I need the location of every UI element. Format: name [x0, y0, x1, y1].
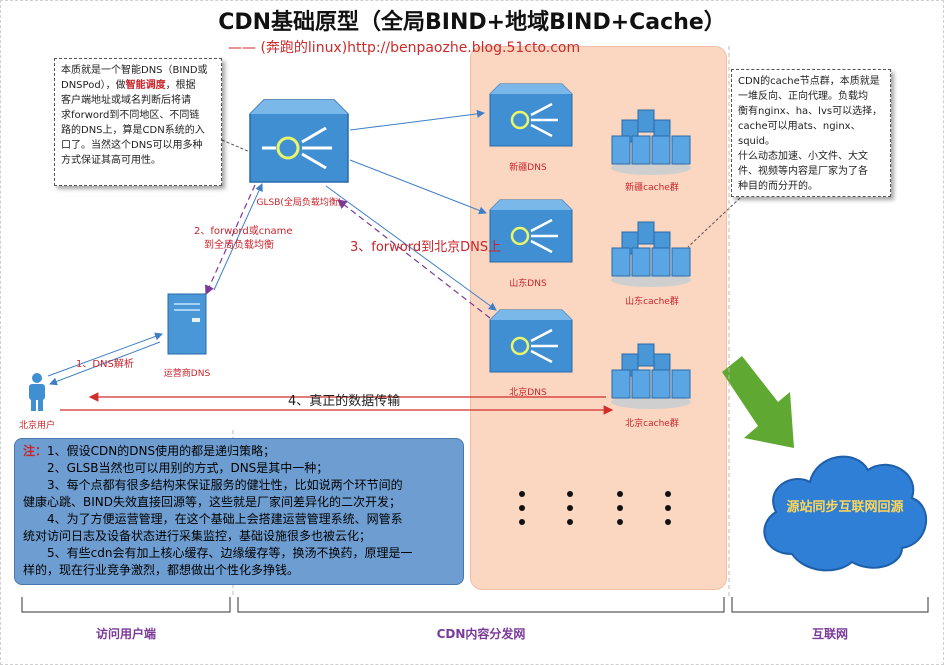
callout-right-line: cache可以用ats、nginx、squid。	[738, 121, 861, 147]
user-person-icon	[29, 373, 45, 411]
more-regions-dots	[519, 491, 671, 525]
callout-left-pointer	[221, 139, 251, 153]
step3-label: 3、forword到北京DNS上	[350, 240, 502, 255]
note-text: 1、假设CDN的DNS使用的都是递归策略；	[47, 444, 276, 458]
note-line: 5、有些cdn会有加上核心缓存、边缘缓存等，换汤不换药，原理是一	[47, 546, 413, 560]
step2-label-line2: 到全局负载均衡	[204, 240, 274, 251]
cache-explanation-callout: CDN的cache节点群，本质就是 一堆反向、正向代理。负载均 衡有nginx、…	[731, 69, 891, 197]
callout-left-line: 本质就是一个智能DNS（BIND或	[61, 65, 208, 76]
shandong-dns-label: 山东DNS	[509, 279, 547, 289]
cloud-label: 源站同步互联网回源	[786, 500, 904, 515]
shandong-cache-cluster-icon	[611, 221, 691, 287]
callout-right-pointer	[687, 197, 741, 248]
notes-label: 注：	[23, 444, 48, 458]
internet-cloud-icon	[763, 455, 928, 572]
origin-pull-arrow	[722, 356, 794, 448]
beijing-cache-cluster-icon	[611, 343, 691, 409]
brace-left	[21, 597, 231, 613]
page-subtitle: —— (奔跑的linux)http://benpaozhe.blog.51cto…	[228, 40, 581, 56]
step4-label: 4、真正的数据传输	[288, 394, 401, 409]
callout-left-text: DNSPod），做	[61, 80, 126, 91]
section-label-internet: 互联网	[811, 627, 848, 641]
shandong-dns-router-icon	[489, 199, 573, 263]
arrow-step1-down	[49, 341, 161, 386]
note-line: 样的，现在行业竞争激烈，都想做出个性化多挣钱。	[23, 563, 300, 577]
arrow-glsb-to-xinjiang	[349, 109, 485, 131]
callout-left-text: ，根据	[165, 80, 196, 91]
arrow-step2-blue	[213, 183, 263, 291]
callout-right-line: 件、视频等内容是厂家为了各	[738, 166, 868, 177]
beijing-dns-router-icon	[489, 309, 573, 373]
brace-middle	[237, 597, 725, 613]
callout-right-line: 什么动态加速、小文件、大文	[738, 151, 868, 162]
beijing-dns-label: 北京DNS	[509, 388, 547, 398]
callout-right-line: 一堆反向、正向代理。负载均	[738, 91, 868, 102]
arrow-glsb-to-beijing	[325, 185, 497, 311]
isp-dns-label: 运营商DNS	[163, 369, 211, 379]
callout-left-line: DNSPod），做智能调度，根据	[61, 78, 215, 93]
callout-left-highlight: 智能调度	[125, 80, 166, 91]
step1-label: 1、DNS解析	[76, 359, 134, 370]
callout-left-line: 口了。当然这个DNS可以用多种	[61, 140, 203, 151]
glsb-router-icon	[249, 99, 349, 183]
isp-dns-server-icon	[167, 293, 207, 355]
xinjiang-dns-router-icon	[489, 83, 573, 147]
note-line: 健康心跳、BIND失效直接回源等，这些就是厂家间差异化的二次开发；	[23, 495, 401, 509]
callout-left-line: 求forword到不同地区、不同链	[61, 110, 200, 121]
note-line: 2、GLSB当然也可以用别的方式，DNS是其中一种；	[47, 461, 329, 475]
brace-right	[731, 597, 929, 613]
arrow-glsb-to-shandong	[349, 159, 487, 215]
user-label: 北京用户	[18, 421, 55, 431]
notes-box: 注：1、假设CDN的DNS使用的都是递归策略； 2、GLSB当然也可以用别的方式…	[14, 438, 464, 585]
section-label-cdn: CDN内容分发网	[436, 627, 526, 641]
note-line: 注：1、假设CDN的DNS使用的都是递归策略；	[23, 443, 455, 460]
glsb-explanation-callout: 本质就是一个智能DNS（BIND或 DNSPod），做智能调度，根据 客户端地址…	[54, 58, 222, 186]
xinjiang-cache-label: 新疆cache群	[625, 183, 679, 193]
note-line: 统对访问日志及设备状态进行采集监控，基础设施很多也被云化；	[23, 529, 372, 543]
arrow-step3-dashed	[337, 199, 491, 319]
arrow-step1-up	[47, 332, 163, 377]
callout-right-line: 种目的而分开的。	[738, 181, 818, 192]
callout-right-line: CDN的cache节点群，本质就是	[738, 76, 880, 87]
xinjiang-dns-label: 新疆DNS	[509, 163, 547, 173]
xinjiang-cache-cluster-icon	[611, 109, 691, 175]
callout-left-line: 客户端地址或域名判断后将请	[61, 95, 191, 106]
beijing-cache-label: 北京cache群	[625, 419, 679, 429]
note-line: 3、每个点都有很多结构来保证服务的健壮性，比如说两个环节间的	[47, 478, 403, 492]
page-title: CDN基础原型（全局BIND+地域BIND+Cache）	[218, 10, 726, 35]
step2-label-line1: 2、forword或cname	[194, 226, 293, 237]
section-label-user-side: 访问用户端	[95, 627, 156, 641]
shandong-cache-label: 山东cache群	[625, 297, 679, 307]
callout-right-line: 衡有nginx、ha、lvs可以选择，	[738, 106, 883, 117]
callout-left-line: 方式保证其高可用性。	[61, 155, 161, 166]
note-line: 4、为了方便运营管理，在这个基础上会搭建运营管理系统、网管系	[47, 512, 403, 526]
callout-left-line: 路的DNS上，算是CDN系统的入	[61, 125, 205, 136]
glsb-label: GLSB(全局负载均衡)	[256, 198, 342, 208]
